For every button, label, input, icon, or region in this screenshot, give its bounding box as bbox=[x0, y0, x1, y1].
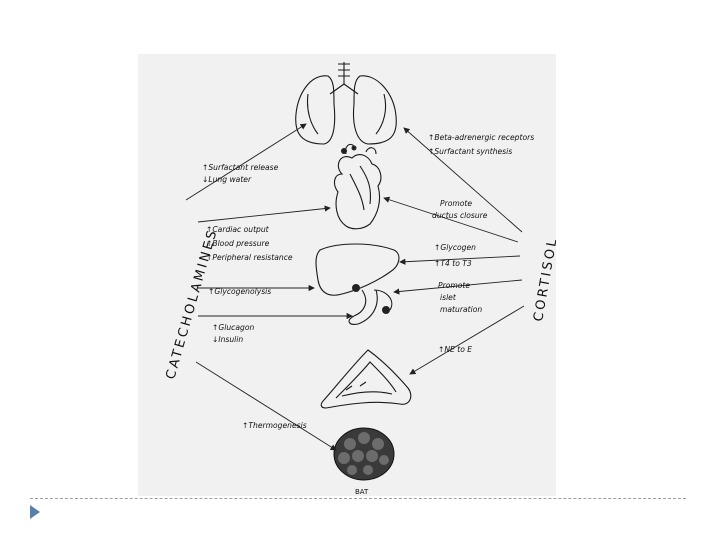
diagram-figure: CATECHOLAMINES CORTISOL ↑Surfactant rele… bbox=[138, 54, 556, 496]
liver-pancreas-drawing bbox=[316, 244, 399, 324]
heart-drawing bbox=[335, 144, 381, 228]
lungs-drawing bbox=[296, 62, 397, 144]
label-beta-adrenergic-receptors: ↑Beta-adrenergic receptors bbox=[428, 133, 534, 142]
label-glycogenolysis: ↑Glycogenolysis bbox=[208, 287, 271, 296]
label-promote-ductus: Promote bbox=[440, 199, 472, 208]
label-maturation: maturation bbox=[440, 305, 482, 314]
label-glycogen: ↑Glycogen bbox=[434, 243, 476, 252]
label-peripheral-resistance: ↑Peripheral resistance bbox=[206, 253, 293, 262]
label-lung-water: ↓Lung water bbox=[202, 175, 252, 184]
label-islet: islet bbox=[440, 293, 457, 302]
label-bat: BAT bbox=[355, 488, 369, 496]
label-promote-islet: Promote bbox=[438, 281, 470, 290]
diagram-svg: CATECHOLAMINES CORTISOL ↑Surfactant rele… bbox=[138, 54, 556, 496]
label-surfactant-release: ↑Surfactant release bbox=[202, 163, 279, 172]
label-cardiac-output: ↑Cardiac output bbox=[206, 225, 270, 234]
label-surfactant-synthesis: ↑Surfactant synthesis bbox=[428, 147, 512, 156]
cortisol-label: CORTISOL bbox=[531, 236, 556, 323]
label-thermogenesis: ↑Thermogenesis bbox=[242, 421, 307, 430]
slide-bullet-icon bbox=[30, 505, 40, 519]
catecholamines-label: CATECHOLAMINES bbox=[163, 227, 220, 381]
bat-tissue-drawing bbox=[334, 428, 394, 480]
slide-separator bbox=[30, 498, 686, 499]
label-ne-to-e: ↑NE to E bbox=[438, 345, 472, 354]
label-blood-pressure: ↑Blood pressure bbox=[206, 239, 270, 248]
label-t4-to-t3: ↑T4 to T3 bbox=[434, 259, 472, 268]
label-ductus-closure: ductus closure bbox=[432, 211, 488, 220]
label-glucagon: ↑Glucagon bbox=[212, 323, 254, 332]
label-insulin: ↓Insulin bbox=[212, 335, 243, 344]
adrenal-gland-drawing bbox=[321, 350, 411, 408]
